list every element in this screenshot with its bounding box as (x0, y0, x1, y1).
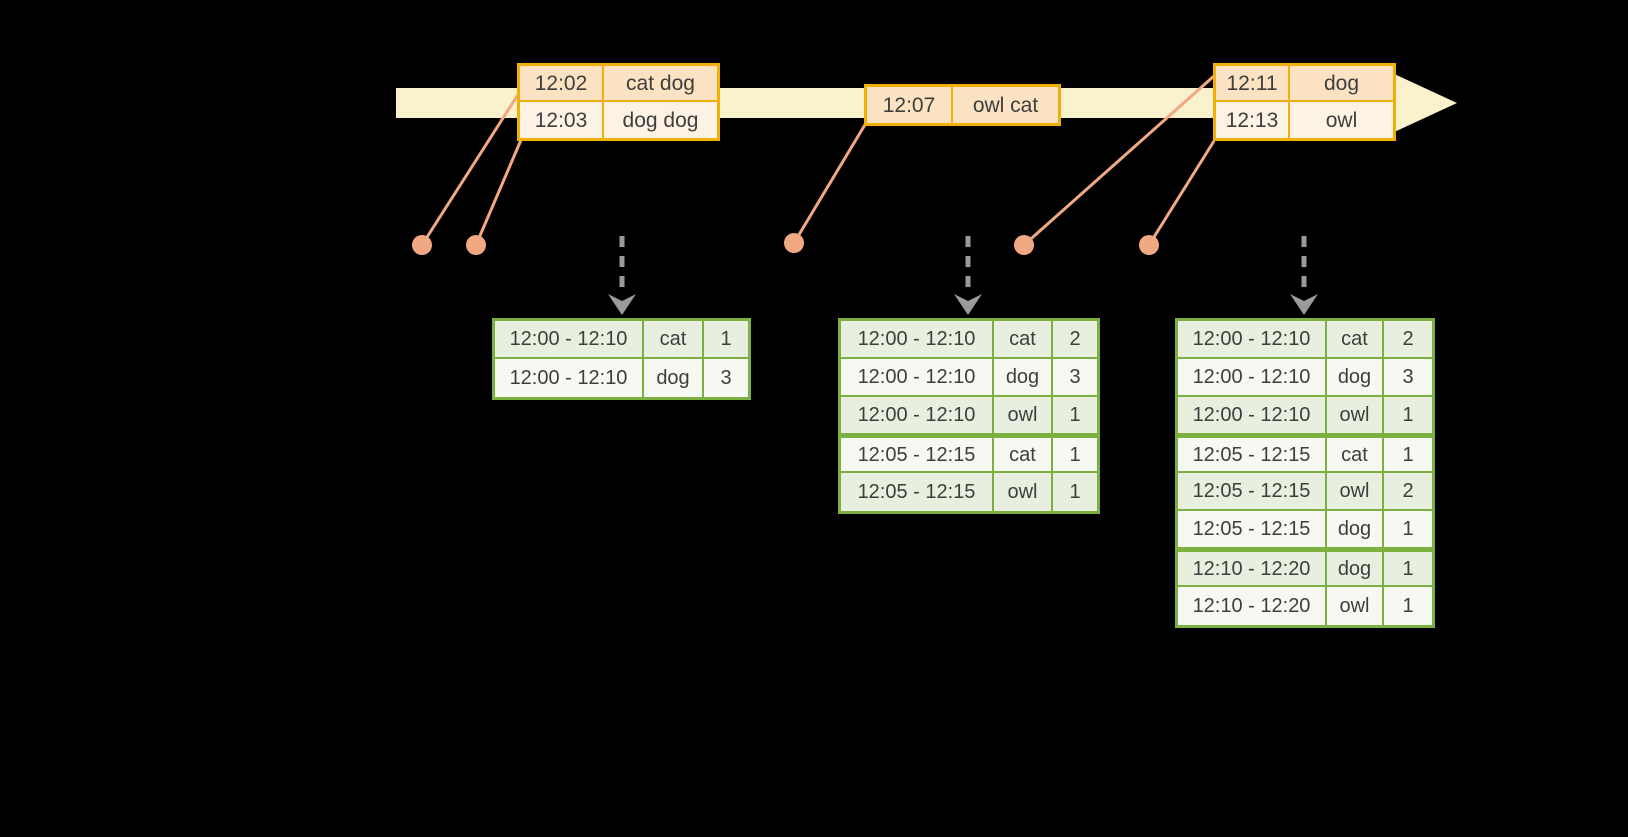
word-cell: dog (994, 359, 1053, 397)
window-cell: 12:05 - 12:15 (841, 473, 994, 511)
word-cell: cat (1327, 435, 1384, 473)
count-cell: 1 (1384, 587, 1432, 625)
count-cell: 1 (1384, 549, 1432, 587)
window-cell: 12:05 - 12:15 (1178, 511, 1327, 549)
event-dot (412, 235, 432, 255)
event-connector-line (420, 92, 521, 246)
event-connector-line (474, 139, 523, 246)
word-cell: owl (994, 473, 1053, 511)
event-time-cell: 12:07 (867, 87, 953, 123)
count-cell: 2 (1384, 321, 1432, 359)
window-cell: 12:00 - 12:10 (1178, 397, 1327, 435)
word-cell: cat (1327, 321, 1384, 359)
window-cell: 12:10 - 12:20 (1178, 549, 1327, 587)
count-cell: 1 (1053, 397, 1097, 435)
window-cell: 12:00 - 12:10 (1178, 359, 1327, 397)
event-time-cell: 12:11 (1216, 66, 1290, 102)
word-cell: cat (994, 435, 1053, 473)
count-cell: 1 (1053, 435, 1097, 473)
count-cell: 1 (1384, 435, 1432, 473)
event-connector-line (1023, 74, 1215, 247)
event-words-cell: dog (1290, 66, 1393, 102)
event-dot (1014, 235, 1034, 255)
word-cell: dog (1327, 511, 1384, 549)
window-cell: 12:05 - 12:15 (841, 435, 994, 473)
count-cell: 2 (1053, 321, 1097, 359)
word-cell: owl (1327, 397, 1384, 435)
event-time-cell: 12:03 (520, 102, 604, 138)
count-cell: 1 (1053, 473, 1097, 511)
event-connector-line (1147, 140, 1216, 246)
window-cell: 12:00 - 12:10 (841, 359, 994, 397)
word-cell: dog (1327, 359, 1384, 397)
window-cell: 12:00 - 12:10 (495, 359, 644, 397)
word-cell: cat (994, 321, 1053, 359)
event-words-cell: dog dog (604, 102, 717, 138)
count-cell: 3 (1053, 359, 1097, 397)
event-time-cell: 12:02 (520, 66, 604, 102)
event-dot (784, 233, 804, 253)
window-cell: 12:00 - 12:10 (1178, 321, 1327, 359)
word-cell: owl (994, 397, 1053, 435)
count-cell: 3 (1384, 359, 1432, 397)
word-cell: cat (644, 321, 704, 359)
word-cell: owl (1327, 587, 1384, 625)
window-cell: 12:00 - 12:10 (495, 321, 644, 359)
window-cell: 12:00 - 12:10 (841, 321, 994, 359)
window-cell: 12:05 - 12:15 (1178, 473, 1327, 511)
word-cell: owl (1327, 473, 1384, 511)
count-cell: 1 (1384, 397, 1432, 435)
window-cell: 12:10 - 12:20 (1178, 587, 1327, 625)
trigger-arrow (1290, 236, 1318, 315)
count-cell: 1 (1384, 511, 1432, 549)
event-words-cell: owl (1290, 102, 1393, 138)
event-words-cell: cat dog (604, 66, 717, 102)
event-words-cell: owl cat (953, 87, 1058, 123)
trigger-arrow (954, 236, 982, 315)
trigger-arrow (608, 236, 636, 315)
count-cell: 1 (704, 321, 748, 359)
word-cell: dog (1327, 549, 1384, 587)
event-time-cell: 12:13 (1216, 102, 1290, 138)
count-cell: 3 (704, 359, 748, 397)
word-cell: dog (644, 359, 704, 397)
event-connector-line (792, 122, 868, 244)
event-dot (466, 235, 486, 255)
window-cell: 12:00 - 12:10 (841, 397, 994, 435)
count-cell: 2 (1384, 473, 1432, 511)
window-cell: 12:05 - 12:15 (1178, 435, 1327, 473)
event-dot (1139, 235, 1159, 255)
